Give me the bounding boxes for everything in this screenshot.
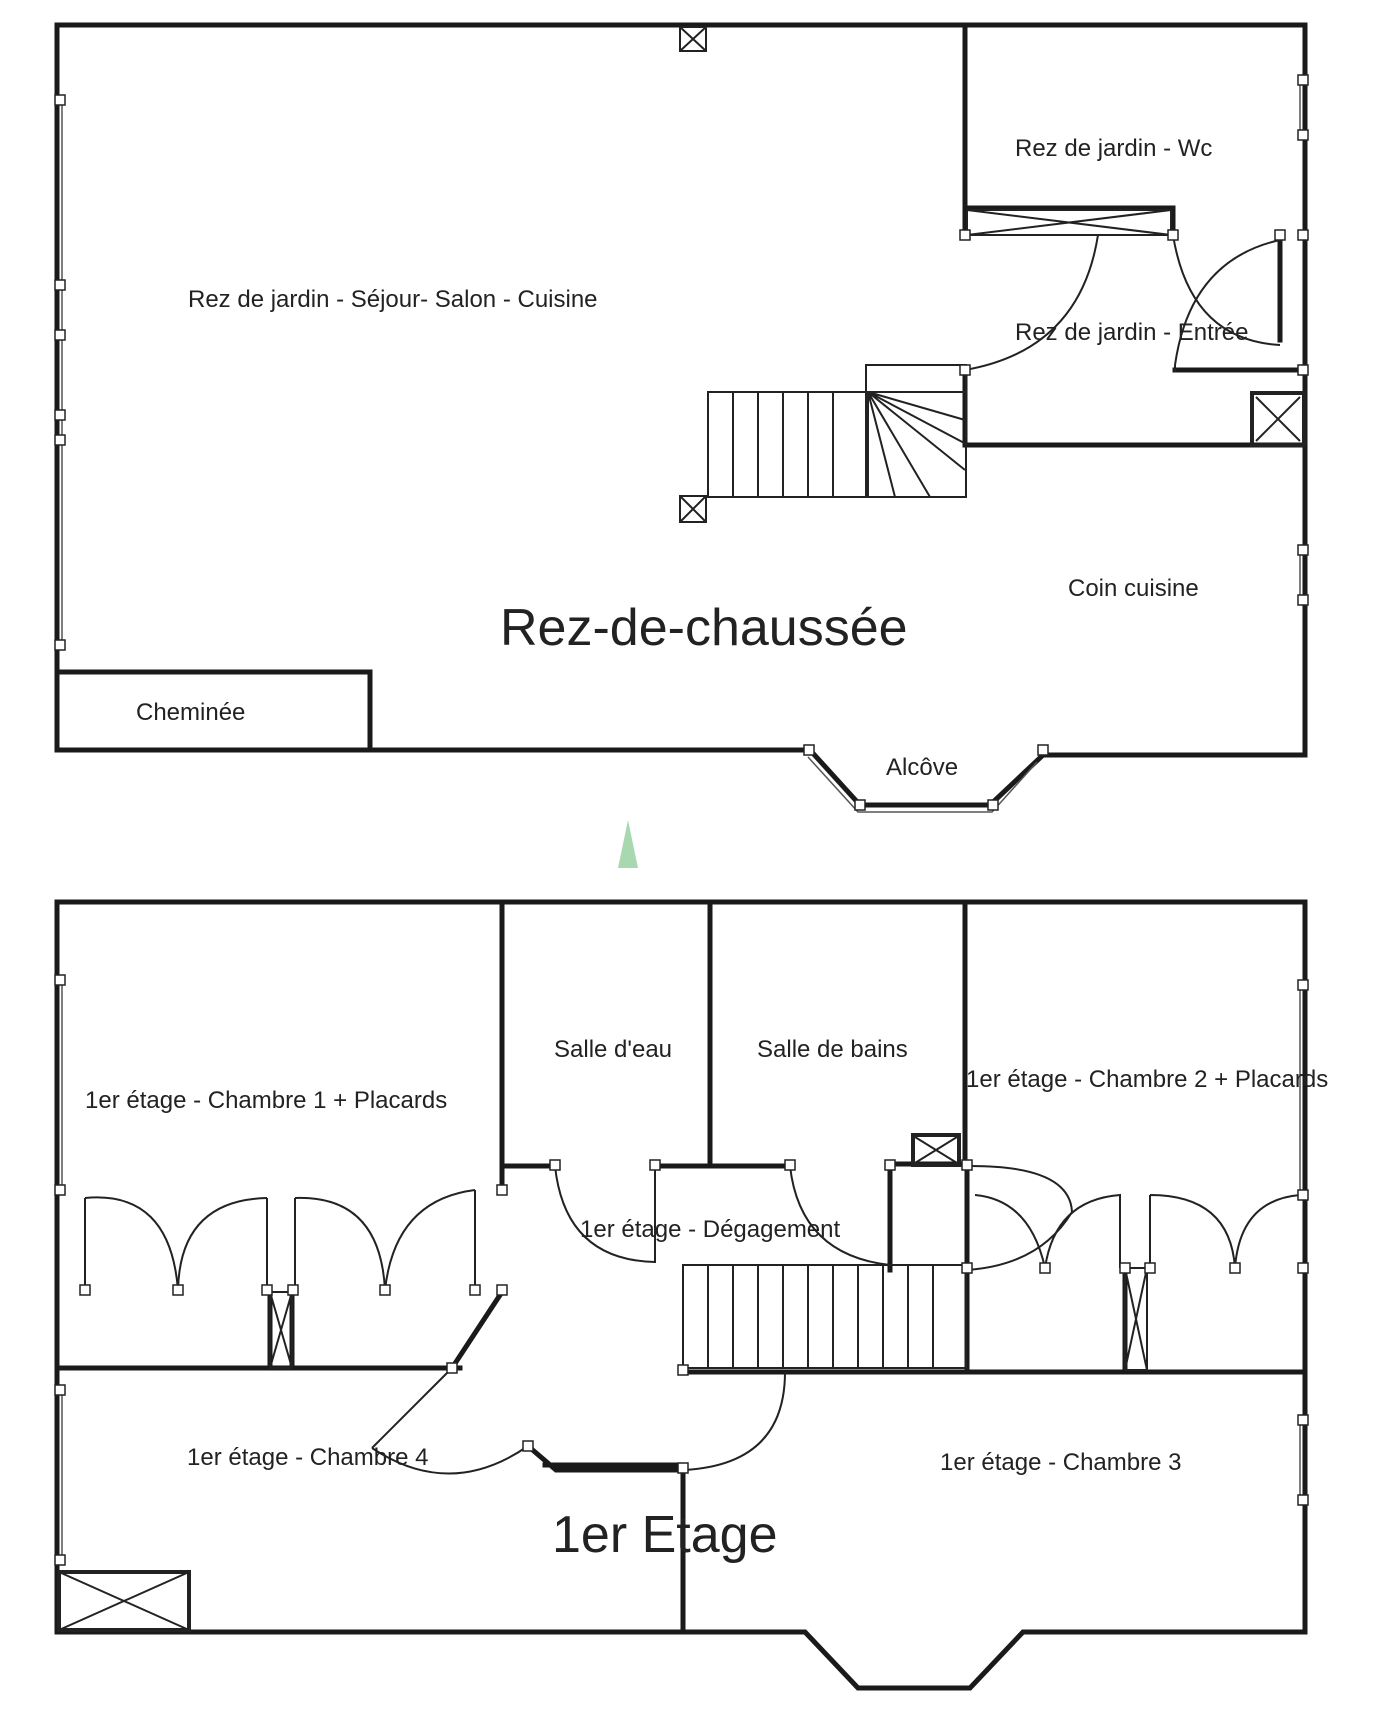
wc-closet-cross: [966, 209, 1172, 236]
room-label-alcove: Alcôve: [886, 754, 958, 781]
first-floor-plan: 1er étage - Chambre 1 + Placards Salle d…: [54, 899, 1328, 1691]
first-floor-title: 1er Etage: [552, 1506, 778, 1564]
room-label-chambre1: 1er étage - Chambre 1 + Placards: [85, 1087, 447, 1114]
ground-vent-top: [679, 26, 707, 52]
first-door-arcs: [84, 1164, 1301, 1475]
ground-nodes: [54, 74, 1309, 811]
chambre4-door-wall: [448, 1288, 506, 1372]
ground-floor-title: Rez-de-chaussée: [500, 599, 908, 657]
first-outer-wall: [54, 899, 1308, 1691]
chambre4-bottom-wall: [524, 1442, 686, 1473]
room-label-chambre4: 1er étage - Chambre 4: [187, 1444, 428, 1471]
entry-door-arc-2: [1172, 234, 1281, 346]
first-vent-corner: [57, 1570, 191, 1632]
ground-floor-plan: Rez de jardin - Séjour- Salon - Cuisine …: [54, 22, 1309, 813]
alcove-window: [807, 756, 1038, 813]
chambre4-door-leaf: [371, 1367, 453, 1449]
ground-outer-wall: [54, 22, 1308, 809]
room-label-salle-bains: Salle de bains: [757, 1036, 908, 1063]
room-label-chambre2: 1er étage - Chambre 2 + Placards: [966, 1066, 1328, 1093]
room-label-degagement: 1er étage - Dégagement: [580, 1216, 841, 1243]
wc-closet: [966, 209, 1172, 236]
fireplace-wall: [54, 669, 373, 753]
ground-staircase: [707, 364, 969, 498]
closet-right: [1124, 1267, 1148, 1371]
wc-wall: [962, 22, 1176, 238]
room-label-wc: Rez de jardin - Wc: [1015, 135, 1212, 162]
entry-door-arc-3: [1174, 239, 1281, 366]
ground-vent-right: [1250, 391, 1306, 447]
north-arrow-icon: [618, 820, 638, 868]
room-label-sejour: Rez de jardin - Séjour- Salon - Cuisine: [188, 286, 598, 313]
room-label-entree: Rez de jardin - Entrée: [1015, 319, 1248, 346]
room-label-chambre3: 1er étage - Chambre 3: [940, 1449, 1181, 1476]
room-label-salle-eau: Salle d'eau: [554, 1036, 672, 1063]
first-staircase: [682, 1264, 967, 1369]
first-vent-bath: [911, 1133, 961, 1167]
closet-left: [269, 1291, 293, 1369]
room-label-coin-cuisine: Coin cuisine: [1068, 575, 1199, 602]
first-nodes: [54, 974, 1309, 1566]
ground-vent-stair: [679, 495, 707, 523]
entry-door-arc-1: [964, 234, 1099, 371]
room-label-cheminee: Cheminée: [136, 699, 245, 726]
